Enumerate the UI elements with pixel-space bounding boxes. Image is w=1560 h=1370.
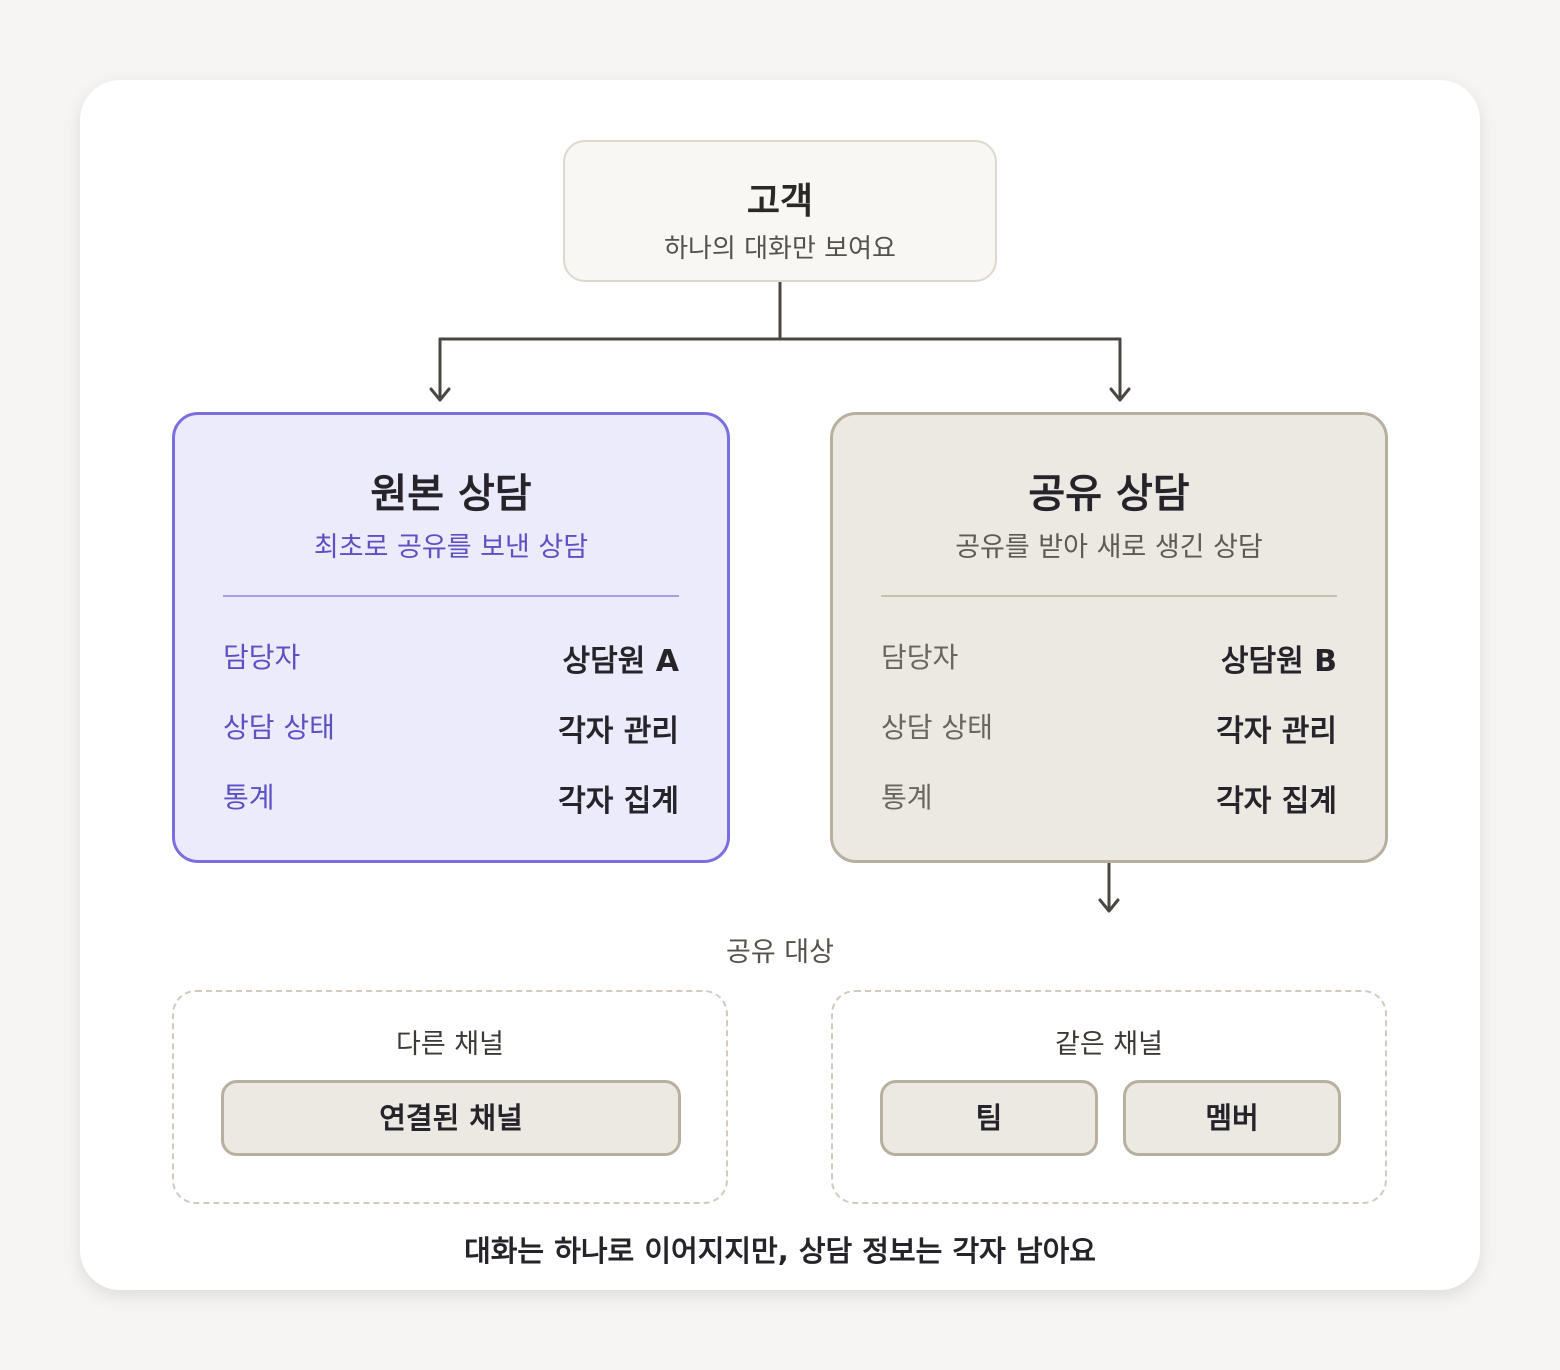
original-divider xyxy=(223,595,679,597)
same-channel-title: 같은 채널 xyxy=(1055,1029,1163,1060)
arrowhead-targets xyxy=(1098,898,1120,913)
row-label: 상담 상태 xyxy=(223,711,335,744)
original-row-status: 상담 상태 각자 관리 xyxy=(223,706,679,749)
connector-lines xyxy=(429,280,1131,913)
original-consultation-node: 원본 상담 최초로 공유를 보낸 상담 담당자 상담원 A 상담 상태 각자 관… xyxy=(172,412,730,863)
row-label: 통계 xyxy=(223,781,275,814)
team-chip: 팀 xyxy=(880,1080,1098,1156)
other-channel-group: 다른 채널 연결된 채널 xyxy=(172,990,728,1204)
shared-row-stats: 통계 각자 집계 xyxy=(881,776,1337,819)
shared-subtitle: 공유를 받아 새로 생긴 상담 xyxy=(955,532,1263,563)
connected-channel-chip: 연결된 채널 xyxy=(221,1080,681,1156)
row-label: 상담 상태 xyxy=(881,711,993,744)
row-value: 상담원 B xyxy=(1220,644,1337,679)
footer-caption: 대화는 하나로 이어지지만, 상담 정보는 각자 남아요 xyxy=(464,1234,1096,1268)
shared-row-status: 상담 상태 각자 관리 xyxy=(881,706,1337,749)
shared-consultation-node: 공유 상담 공유를 받아 새로 생긴 상담 담당자 상담원 B 상담 상태 각자… xyxy=(830,412,1388,863)
diagram-card: 고객 하나의 대화만 보여요 원본 상담 최초로 공유를 보낸 상담 담당자 상… xyxy=(80,80,1480,1290)
shared-title: 공유 상담 xyxy=(1028,471,1190,517)
arrowhead-original xyxy=(429,387,451,402)
original-row-assignee: 담당자 상담원 A xyxy=(223,636,679,679)
arrowhead-shared xyxy=(1109,387,1131,402)
original-title: 원본 상담 xyxy=(370,471,532,517)
row-value: 각자 관리 xyxy=(558,714,679,749)
customer-title: 고객 xyxy=(746,181,814,222)
row-value: 상담원 A xyxy=(562,644,679,679)
shared-row-assignee: 담당자 상담원 B xyxy=(881,636,1337,679)
other-channel-title: 다른 채널 xyxy=(396,1029,504,1060)
customer-node: 고객 하나의 대화만 보여요 xyxy=(563,140,997,282)
row-label: 담당자 xyxy=(881,641,959,674)
shared-divider xyxy=(881,595,1337,597)
original-subtitle: 최초로 공유를 보낸 상담 xyxy=(313,532,589,563)
share-target-label: 공유 대상 xyxy=(726,937,834,968)
row-label: 통계 xyxy=(881,781,933,814)
customer-subtitle: 하나의 대화만 보여요 xyxy=(664,234,896,264)
same-channel-group: 같은 채널 팀 멤버 xyxy=(831,990,1387,1204)
row-label: 담당자 xyxy=(223,641,301,674)
row-value: 각자 관리 xyxy=(1216,714,1337,749)
original-row-stats: 통계 각자 집계 xyxy=(223,776,679,819)
member-chip: 멤버 xyxy=(1123,1080,1341,1156)
row-value: 각자 집계 xyxy=(558,784,679,819)
row-value: 각자 집계 xyxy=(1216,784,1337,819)
